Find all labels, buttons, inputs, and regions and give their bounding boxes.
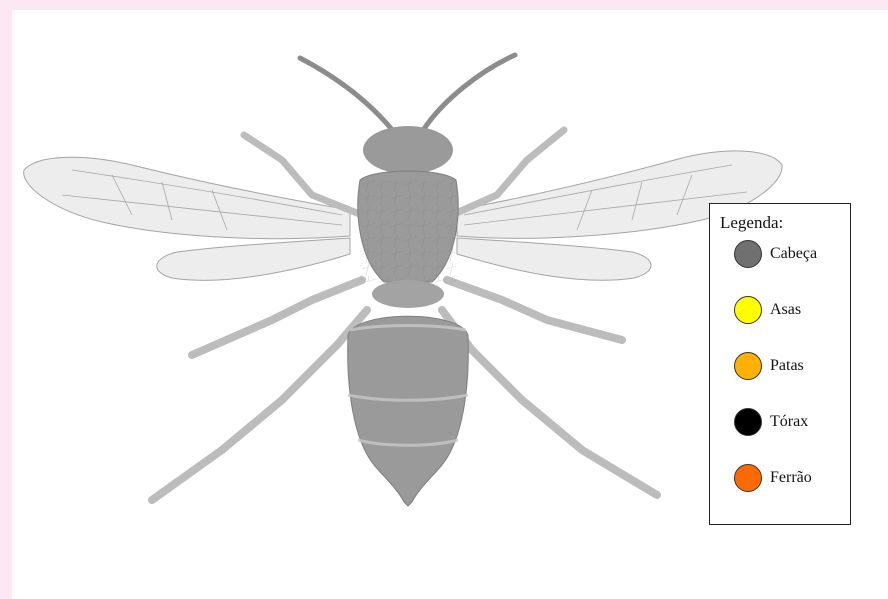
legend-box: Legenda: Cabeça Asas Patas Tórax Ferrão <box>709 203 851 525</box>
diagram-canvas: Legenda: Cabeça Asas Patas Tórax Ferrão <box>12 10 888 599</box>
legend-swatch-patas <box>734 352 762 380</box>
legend-item-patas: Patas <box>734 350 804 382</box>
right-hindwing <box>457 238 651 280</box>
head <box>363 126 453 174</box>
legend-item-cabeca: Cabeça <box>734 238 817 270</box>
legend-swatch-asas <box>734 296 762 324</box>
legend-label-patas: Patas <box>770 357 804 375</box>
legend-item-asas: Asas <box>734 294 801 326</box>
legend-title: Legenda: <box>720 213 783 233</box>
antennae <box>300 55 515 132</box>
legend-label-ferrao: Ferrão <box>770 469 812 487</box>
left-hindwing <box>157 238 350 280</box>
legend-item-torax: Tórax <box>734 406 808 438</box>
abdomen <box>348 316 469 506</box>
legend-item-ferrao: Ferrão <box>734 462 812 494</box>
legend-swatch-cabeca <box>734 240 762 268</box>
legend-label-cabeca: Cabeça <box>770 245 817 263</box>
legend-label-torax: Tórax <box>770 413 808 431</box>
legend-swatch-ferrao <box>734 464 762 492</box>
left-forewing <box>24 157 350 238</box>
legend-swatch-torax <box>734 408 762 436</box>
legend-label-asas: Asas <box>770 301 801 319</box>
